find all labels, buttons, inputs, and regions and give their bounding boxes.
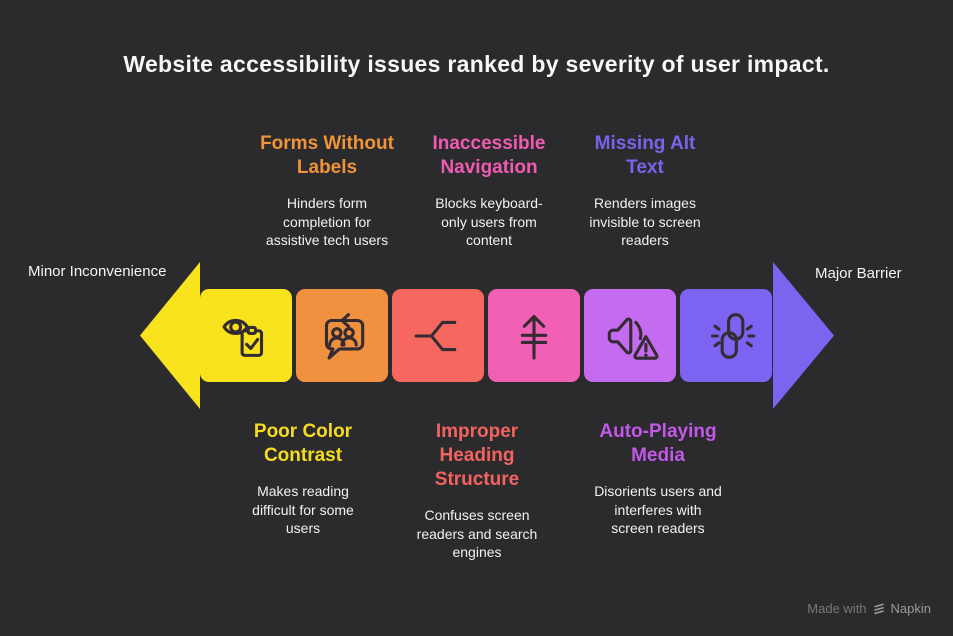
issue-heading: Poor Color Contrast — [253, 421, 353, 466]
issue-description: Hinders form completion for assistive te… — [265, 195, 389, 248]
issue-label-auto-playing-media: Auto-Playing Media Disorients users and … — [573, 420, 743, 538]
scale-label-minor: Minor Inconvenience — [28, 263, 167, 280]
issue-label-improper-heading-structure: Improper Heading Structure Confuses scre… — [392, 420, 562, 562]
watermark-prefix: Made with — [807, 601, 867, 616]
page-title: Website accessibility issues ranked by s… — [123, 51, 830, 77]
issue-heading: Forms Without Labels — [260, 133, 394, 178]
issue-description: Makes reading difficult for some users — [252, 483, 354, 536]
watermark-brand: Napkin — [890, 601, 931, 616]
branch-structure-icon — [414, 320, 457, 351]
chat-people-sync-icon — [324, 312, 365, 360]
issue-label-forms-without-labels: Forms Without Labels Hinders form comple… — [242, 132, 412, 250]
napkin-watermark[interactable]: Made with Napkin — [807, 601, 931, 616]
issue-description: Renders images invisible to screen reade… — [589, 195, 701, 248]
issue-box-improper-heading-structure — [392, 289, 484, 382]
speaker-warning-icon — [607, 317, 659, 360]
scale-label-major: Major Barrier — [815, 265, 902, 282]
issue-label-poor-color-contrast: Poor Color Contrast Makes reading diffic… — [218, 420, 388, 538]
issue-description: Disorients users and interferes with scr… — [594, 483, 722, 536]
issue-description: Blocks keyboard- only users from content — [435, 195, 543, 248]
issue-box-inaccessible-navigation — [488, 289, 580, 382]
up-arrow-levels-icon — [520, 314, 548, 360]
left-arrowhead — [140, 262, 200, 409]
napkin-logo-icon — [873, 603, 884, 614]
issue-heading: Auto-Playing Media — [599, 421, 717, 466]
broken-link-icon — [710, 312, 756, 359]
issue-label-inaccessible-navigation: Inaccessible Navigation Blocks keyboard-… — [404, 132, 574, 250]
issue-box-poor-color-contrast — [200, 289, 292, 382]
issue-description: Confuses screen readers and search engin… — [416, 507, 538, 560]
issue-heading: Missing Alt Text — [594, 133, 696, 178]
issue-heading: Inaccessible Navigation — [432, 133, 546, 178]
right-arrowhead — [773, 262, 834, 409]
issue-heading: Improper Heading Structure — [434, 421, 520, 490]
eye-clipboard-icon — [222, 318, 264, 357]
issue-label-missing-alt-text: Missing Alt Text Renders images invisibl… — [560, 132, 730, 250]
issue-box-auto-playing-media — [584, 289, 676, 382]
issue-box-forms-without-labels — [296, 289, 388, 382]
issue-box-missing-alt-text — [680, 289, 772, 382]
